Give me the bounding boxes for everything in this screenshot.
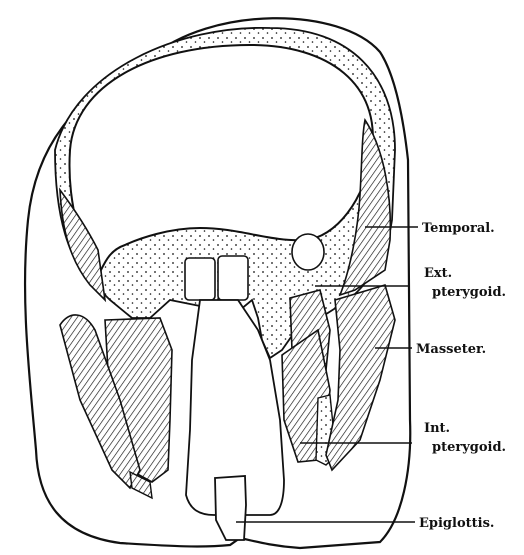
label-masseter: Masseter. [416, 342, 486, 357]
label-temporal: Temporal. [422, 221, 495, 236]
label-ext: Ext. [424, 266, 452, 281]
nasal-cavity-right [218, 256, 248, 300]
label-int-pterygoid: pterygoid. [432, 440, 506, 455]
foramen [292, 234, 324, 270]
nasal-cavity-left [185, 258, 215, 300]
label-ext-pterygoid: pterygoid. [432, 285, 506, 300]
label-int: Int. [424, 421, 450, 436]
label-epiglottis: Epiglottis. [419, 516, 494, 531]
